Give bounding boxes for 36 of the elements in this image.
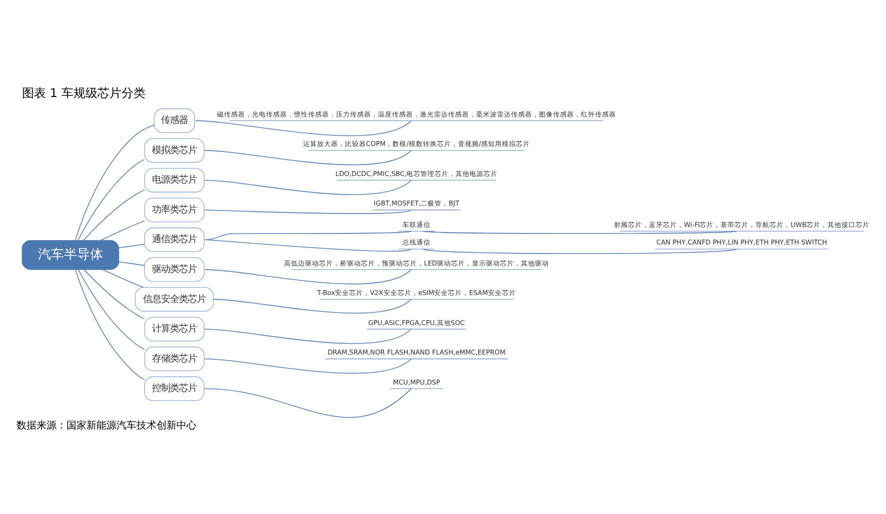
connector bbox=[422, 230, 737, 234]
node-box: 电源类芯片 bbox=[144, 168, 204, 192]
connector bbox=[74, 124, 154, 241]
node-box: 模拟类芯片 bbox=[144, 138, 204, 163]
connector bbox=[204, 180, 412, 196]
connector bbox=[102, 269, 144, 288]
node-box: 传感器 bbox=[154, 108, 195, 133]
node-box: 存储类芯片 bbox=[144, 346, 204, 372]
node-box: 控制类芯片 bbox=[144, 376, 204, 401]
connector bbox=[204, 150, 412, 166]
connector bbox=[84, 269, 145, 320]
node-box: 驱动类芯片 bbox=[144, 257, 204, 282]
connector bbox=[118, 261, 145, 266]
diagram-title: 图表 1 车规级芯片分类 bbox=[22, 86, 146, 100]
node-box: 汽车半导体 bbox=[22, 240, 120, 270]
connector bbox=[78, 159, 145, 241]
connector bbox=[204, 269, 412, 284]
connector bbox=[75, 269, 145, 380]
connector bbox=[118, 244, 145, 248]
connector bbox=[78, 269, 145, 350]
node-box: 计算类芯片 bbox=[144, 316, 204, 342]
connector bbox=[204, 388, 412, 418]
connector bbox=[204, 239, 412, 252]
connector bbox=[100, 220, 145, 241]
connector bbox=[204, 358, 412, 374]
connector bbox=[422, 248, 737, 254]
connector bbox=[213, 298, 412, 314]
node-box: 信息安全类芯片 bbox=[134, 287, 214, 312]
connector bbox=[204, 210, 412, 214]
connector bbox=[83, 190, 145, 241]
connector bbox=[195, 120, 412, 136]
connector bbox=[204, 328, 412, 344]
node-box: 功率类芯片 bbox=[144, 198, 204, 222]
connector bbox=[204, 230, 412, 240]
caption: 数据来源：国家新能源汽车技术创新中心 bbox=[16, 420, 197, 432]
node-box: 通信类芯片 bbox=[144, 228, 204, 252]
